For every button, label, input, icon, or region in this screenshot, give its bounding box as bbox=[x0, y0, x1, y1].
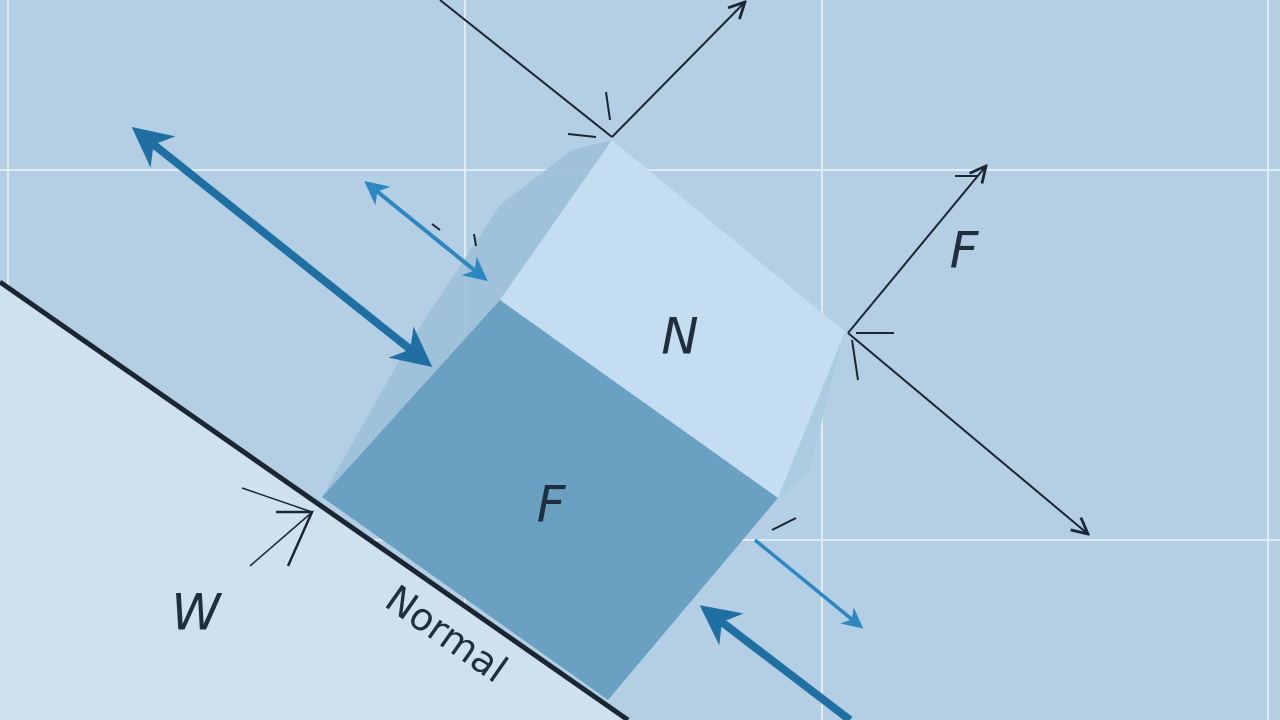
block-front-face bbox=[322, 300, 778, 700]
weight-arrow-line bbox=[241, 487, 313, 513]
block-top-face bbox=[500, 140, 845, 498]
tick-mark bbox=[771, 517, 797, 531]
label-right-force: F bbox=[950, 222, 980, 280]
block bbox=[322, 140, 845, 700]
dark-line-top-left bbox=[439, 0, 613, 138]
incline-edge bbox=[0, 279, 630, 720]
label-block-top: N bbox=[661, 308, 698, 366]
light-blue-double-arrow bbox=[364, 180, 488, 282]
block-side-face bbox=[322, 140, 612, 497]
weight-arrow-head bbox=[276, 510, 314, 567]
weight-arrow bbox=[241, 487, 314, 567]
tick-mark bbox=[567, 133, 597, 138]
dark-arrow-force-f bbox=[847, 166, 986, 334]
tick-mark bbox=[605, 91, 611, 121]
label-block-front: F bbox=[537, 476, 567, 534]
dark-arrow-top-right bbox=[611, 2, 745, 138]
weight-arrow-line bbox=[249, 513, 311, 567]
dark-arrow-down-right bbox=[847, 332, 1088, 534]
light-blue-arrow-right bbox=[753, 538, 864, 629]
blue-double-arrow-left bbox=[131, 127, 433, 367]
block-right-edge bbox=[778, 332, 845, 498]
tick-marks bbox=[431, 91, 978, 531]
tick-mark bbox=[851, 339, 859, 381]
label-weight: W bbox=[171, 584, 222, 642]
tick-mark bbox=[431, 223, 441, 231]
tick-mark bbox=[473, 233, 477, 247]
blue-arrow-bottom bbox=[699, 605, 853, 720]
